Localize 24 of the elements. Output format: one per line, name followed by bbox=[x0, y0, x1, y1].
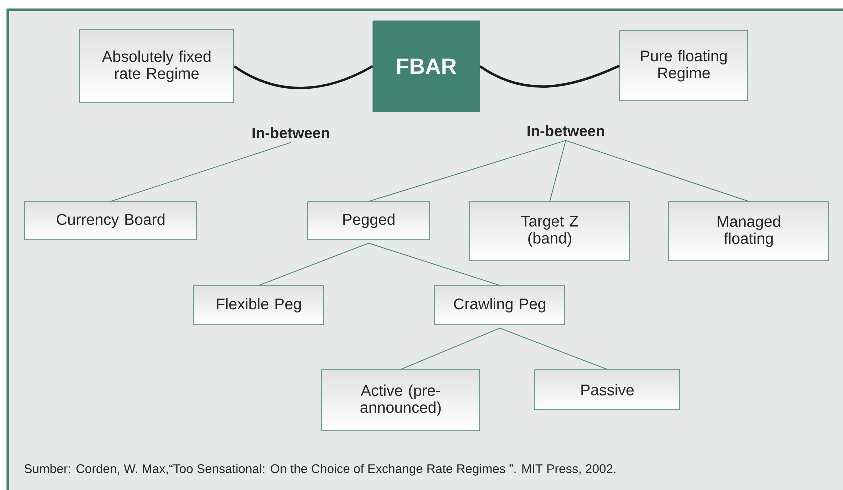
connector-line bbox=[550, 140, 566, 202]
regime-box: Flexible Peg bbox=[194, 286, 324, 326]
source-note: Sumber: Corden, W. Max,“Too Sensational: On the Choice of Exchange Rate Regimes ”. MIT Press, 2002. bbox=[24, 464, 616, 476]
connector-line bbox=[480, 64, 620, 88]
connector-line bbox=[566, 140, 750, 202]
heading-text: In-between bbox=[252, 128, 330, 138]
title-box: FBAR bbox=[372, 20, 480, 112]
regime-box: Active (pre-announced) bbox=[322, 370, 480, 432]
regime-box: Target Z (band) bbox=[470, 202, 630, 262]
connector-line bbox=[110, 142, 292, 202]
connector-line bbox=[400, 328, 500, 370]
regime-box: Pure floating Regime bbox=[620, 30, 748, 102]
connector-line bbox=[234, 65, 374, 90]
regime-box: Pegged bbox=[308, 202, 430, 240]
connector-line bbox=[368, 243, 500, 286]
connector-line bbox=[258, 243, 370, 286]
regime-box: Managed floating bbox=[668, 202, 830, 262]
heading-text: In-between bbox=[528, 126, 604, 136]
regime-box: Passive bbox=[534, 370, 680, 410]
regime-box: Currency Board bbox=[24, 202, 198, 240]
connector-line bbox=[500, 328, 608, 370]
connector-line bbox=[368, 140, 566, 202]
regime-box: Absolutely fixed rate Regime bbox=[80, 30, 234, 104]
regime-box: Crawling Peg bbox=[434, 286, 566, 326]
